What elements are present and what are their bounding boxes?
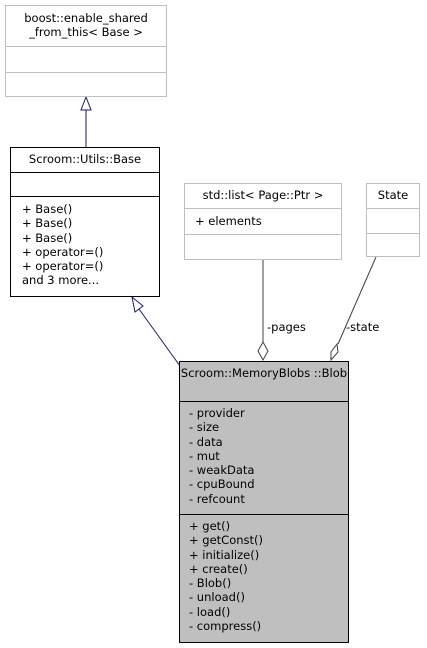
attributes-section: - provider - size - data - mut - weakDat… (180, 401, 348, 514)
title-line: ::Blob (313, 366, 348, 380)
node-title: std::list< Page::Ptr > (185, 184, 341, 208)
operations-section (185, 234, 341, 259)
attribute: + elements (195, 214, 262, 228)
operation: + initialize() (189, 547, 260, 562)
operations-section: + get() + getConst() + initialize() + cr… (180, 514, 348, 642)
inherit-arrowhead-base (131, 295, 144, 313)
operation: - compress() (189, 619, 262, 634)
operation: + Base() (22, 202, 73, 216)
inherit-arrowhead-enable-shared (80, 95, 92, 111)
node-title: Scroom::MemoryBlobs ::Blob (180, 362, 348, 401)
pages-aggregation-diamond (257, 340, 269, 362)
attribute: - size (189, 420, 220, 435)
operations-section: + Base() + Base() + Base() + operator=()… (11, 196, 159, 297)
node-title: boost::enable_shared _from_this< Base > (6, 6, 166, 46)
attribute: - mut (189, 448, 220, 463)
attributes-section: + elements (185, 208, 341, 234)
attribute: - refcount (189, 491, 245, 506)
state-aggregation-diamond (330, 342, 339, 362)
title-line: boost::enable_shared (24, 11, 148, 25)
edge-label-pages: -pages (267, 320, 306, 334)
edge-label-state: -state (346, 320, 380, 334)
operation: + Base() (22, 216, 73, 231)
node-std-list: std::list< Page::Ptr > + elements (184, 183, 342, 260)
title-line: State (377, 188, 409, 202)
operation: + create() (189, 561, 248, 576)
operation: + Base() (22, 230, 73, 245)
attribute: - data (189, 434, 223, 449)
node-title: Scroom::Utils::Base (11, 148, 159, 172)
operation: + get() (189, 519, 231, 533)
operation: + getConst() (189, 533, 264, 548)
operation: - unload() (189, 590, 245, 605)
operations-section (367, 233, 419, 256)
title-line: std::list< Page::Ptr > (202, 188, 324, 202)
node-enable-shared-from-this: boost::enable_shared _from_this< Base > (5, 5, 167, 97)
attributes-section (6, 46, 166, 72)
attributes-section (367, 208, 419, 233)
title-line: Scroom::MemoryBlobs (180, 366, 311, 380)
title-line: Scroom::Utils::Base (28, 152, 142, 166)
attribute: - provider (189, 406, 245, 420)
operation: + operator=() (22, 259, 104, 274)
operation: + operator=() (22, 244, 104, 259)
attribute: - cpuBound (189, 477, 255, 492)
node-state: State (366, 183, 420, 257)
node-utils-base: Scroom::Utils::Base + Base() + Base() + … (10, 147, 160, 297)
operations-section (6, 72, 166, 96)
attributes-section (11, 172, 159, 196)
node-title: State (367, 184, 419, 208)
title-line: _from_this< Base > (29, 25, 143, 39)
assoc-edge-state (337, 256, 377, 345)
operation: and 3 more... (22, 273, 100, 288)
operation: - load() (189, 604, 231, 619)
operation: - Blob() (189, 576, 232, 591)
node-memoryblobs-blob: Scroom::MemoryBlobs ::Blob - provider - … (179, 361, 349, 643)
inherit-edge-blob-to-base (138, 308, 181, 367)
attribute: - weakData (189, 463, 255, 478)
